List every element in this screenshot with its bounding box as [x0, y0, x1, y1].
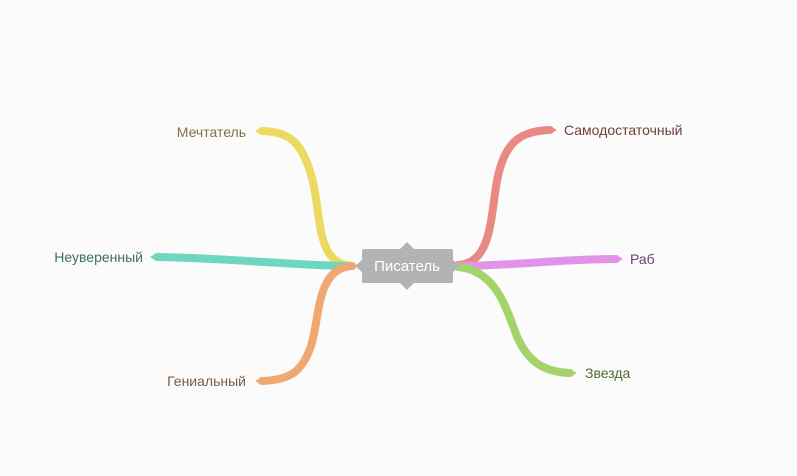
branch-genius-line [258, 262, 356, 385]
branch-dreamer-label[interactable]: Мечтатель [177, 124, 246, 140]
branch-genius-tip [255, 377, 262, 385]
branch-slave[interactable]: Раб [454, 251, 655, 270]
branch-selfsuff[interactable]: Самодостаточный [454, 122, 683, 269]
center-node-label: Писатель [374, 258, 440, 275]
branch-dreamer[interactable]: Мечтатель [177, 124, 356, 270]
branch-selfsuff-line [454, 126, 554, 269]
branch-slave-line [454, 255, 620, 270]
branch-star-label[interactable]: Звезда [585, 365, 630, 381]
branch-unsure-line [153, 253, 356, 270]
center-node[interactable]: Писатель [355, 242, 460, 290]
branch-genius-label[interactable]: Гениальный [167, 373, 246, 389]
branch-star[interactable]: Звезда [454, 263, 630, 381]
branch-slave-tip [616, 255, 623, 263]
branch-star-line [454, 263, 574, 377]
branch-selfsuff-tip [550, 126, 557, 134]
center-expand-up-arrow[interactable] [400, 242, 414, 249]
branch-slave-label[interactable]: Раб [630, 251, 655, 267]
branch-star-tip [570, 369, 577, 377]
center-expand-left-arrow[interactable] [355, 260, 362, 272]
branch-dreamer-line [258, 127, 356, 270]
branch-genius[interactable]: Гениальный [167, 262, 356, 389]
branch-selfsuff-label[interactable]: Самодостаточный [564, 122, 683, 138]
branch-unsure-label[interactable]: Неуверенный [54, 249, 143, 265]
branch-dreamer-tip [255, 127, 262, 135]
center-expand-down-arrow[interactable] [400, 283, 414, 290]
branch-unsure-tip [150, 253, 157, 261]
center-expand-right-arrow[interactable] [453, 260, 460, 272]
center-node-box [362, 249, 453, 283]
branch-unsure[interactable]: Неуверенный [54, 249, 356, 270]
